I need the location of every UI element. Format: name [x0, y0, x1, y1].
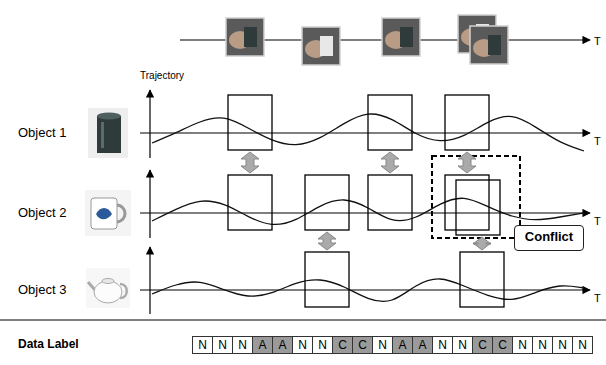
can-body [97, 116, 121, 153]
video-frame [382, 18, 420, 56]
object-photo [88, 108, 128, 158]
held-object [244, 27, 257, 47]
time-axis [140, 212, 590, 213]
segment-window [368, 175, 412, 230]
teapot-lid [102, 279, 114, 284]
segment-window [445, 95, 489, 150]
axis-label: T [594, 292, 601, 305]
trajectory-curve [152, 279, 584, 301]
segment-window [368, 95, 412, 150]
mug-body [91, 198, 117, 229]
held-object [488, 35, 501, 55]
label-cell: N [372, 336, 393, 354]
trajectory-axes [140, 90, 590, 314]
frame-ground [302, 27, 340, 65]
frame-ground [382, 18, 420, 56]
time-axis [140, 289, 590, 290]
label-cell: N [232, 336, 253, 354]
label-cell: A [412, 336, 433, 354]
value-axis [149, 90, 150, 158]
teapot-body [94, 281, 122, 303]
label-cell: C [332, 336, 353, 354]
frame-ground [470, 26, 508, 64]
held-object [400, 27, 413, 47]
video-frame [226, 18, 264, 56]
label-cell: N [192, 336, 213, 354]
axis-title: Trajectory [140, 70, 184, 82]
segment-window [460, 252, 504, 307]
label-cell: N [292, 336, 313, 354]
axis-label: T [594, 215, 601, 228]
object-name: Object 3 [18, 283, 66, 298]
photo-ground [86, 268, 130, 308]
video-frames [226, 15, 508, 65]
teapot-spout [88, 282, 95, 290]
segment-window [228, 95, 272, 150]
segment-window [305, 252, 349, 307]
label-cell: N [452, 336, 473, 354]
held-object [320, 36, 333, 56]
axis-label: T [594, 35, 601, 48]
frame-ground [226, 18, 264, 56]
video-frame [302, 27, 340, 65]
object-name: Object 2 [18, 206, 66, 221]
label-cell: N [512, 336, 533, 354]
label-cell: C [472, 336, 493, 354]
correspondence-arrow [458, 152, 476, 173]
label-cell: N [432, 336, 453, 354]
label-cell: A [392, 336, 413, 354]
label-cell: A [272, 336, 293, 354]
value-axis [149, 247, 150, 314]
correspondence-arrow [318, 232, 336, 250]
value-axis [149, 170, 150, 238]
row-title: Data Label [18, 338, 79, 352]
segment-window [305, 175, 349, 230]
segment-window [228, 175, 272, 230]
label-cell: A [252, 336, 273, 354]
time-axis [140, 132, 590, 133]
photo-ground [88, 108, 128, 158]
separator-line [0, 320, 606, 321]
callout-text: Conflict [525, 230, 573, 245]
label-cell: N [552, 336, 573, 354]
label-cell: C [352, 336, 373, 354]
can-lid [97, 113, 121, 120]
label-cell: N [212, 336, 233, 354]
correspondence-arrow [241, 152, 259, 173]
correspondence-arrow [473, 237, 491, 250]
mug-pattern [96, 208, 112, 219]
segment-window [445, 175, 489, 230]
label-cell: N [312, 336, 333, 354]
can-highlight [101, 122, 104, 148]
object-name: Object 1 [18, 126, 66, 141]
axis-label: T [594, 135, 601, 148]
label-cell: N [532, 336, 553, 354]
object-photo [86, 268, 130, 308]
photo-ground [85, 190, 131, 236]
object-photo [85, 190, 131, 236]
label-cell: C [492, 336, 513, 354]
label-cell: N [572, 336, 593, 354]
correspondence-arrows [241, 152, 491, 250]
conflict-region [432, 156, 520, 238]
correspondence-arrow [381, 152, 399, 173]
video-frame [470, 26, 508, 64]
segment-window [456, 180, 500, 235]
segment-windows [228, 95, 504, 307]
callout-box: Conflict [514, 225, 584, 251]
